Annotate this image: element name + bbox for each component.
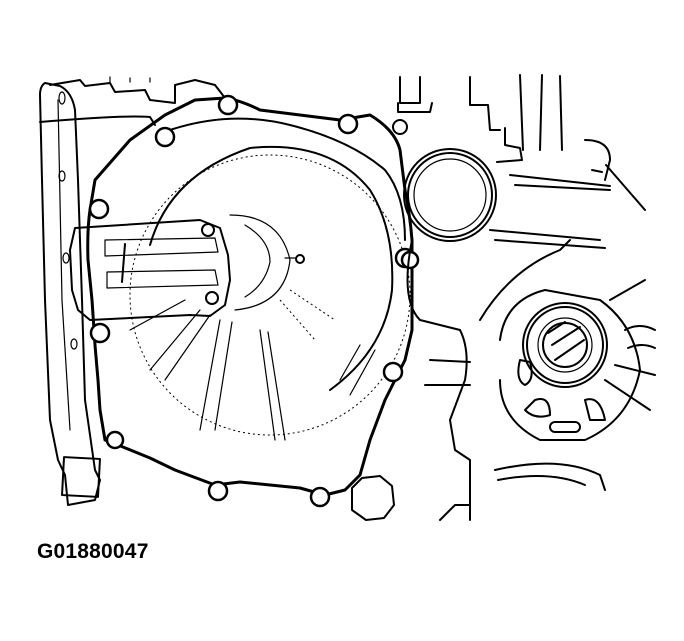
top-housing-edge — [49, 76, 226, 104]
figure-caption: G01880047 — [37, 540, 149, 563]
shift-lever-plate — [69, 214, 305, 321]
cover-bolts — [88, 94, 416, 508]
pipe-fitting — [392, 74, 646, 270]
side-cover — [86, 96, 414, 497]
output-shaft-seal — [499, 279, 656, 441]
transaxle-housing — [406, 239, 606, 521]
drain-plug — [351, 475, 395, 521]
left-housing-flange — [39, 82, 156, 506]
